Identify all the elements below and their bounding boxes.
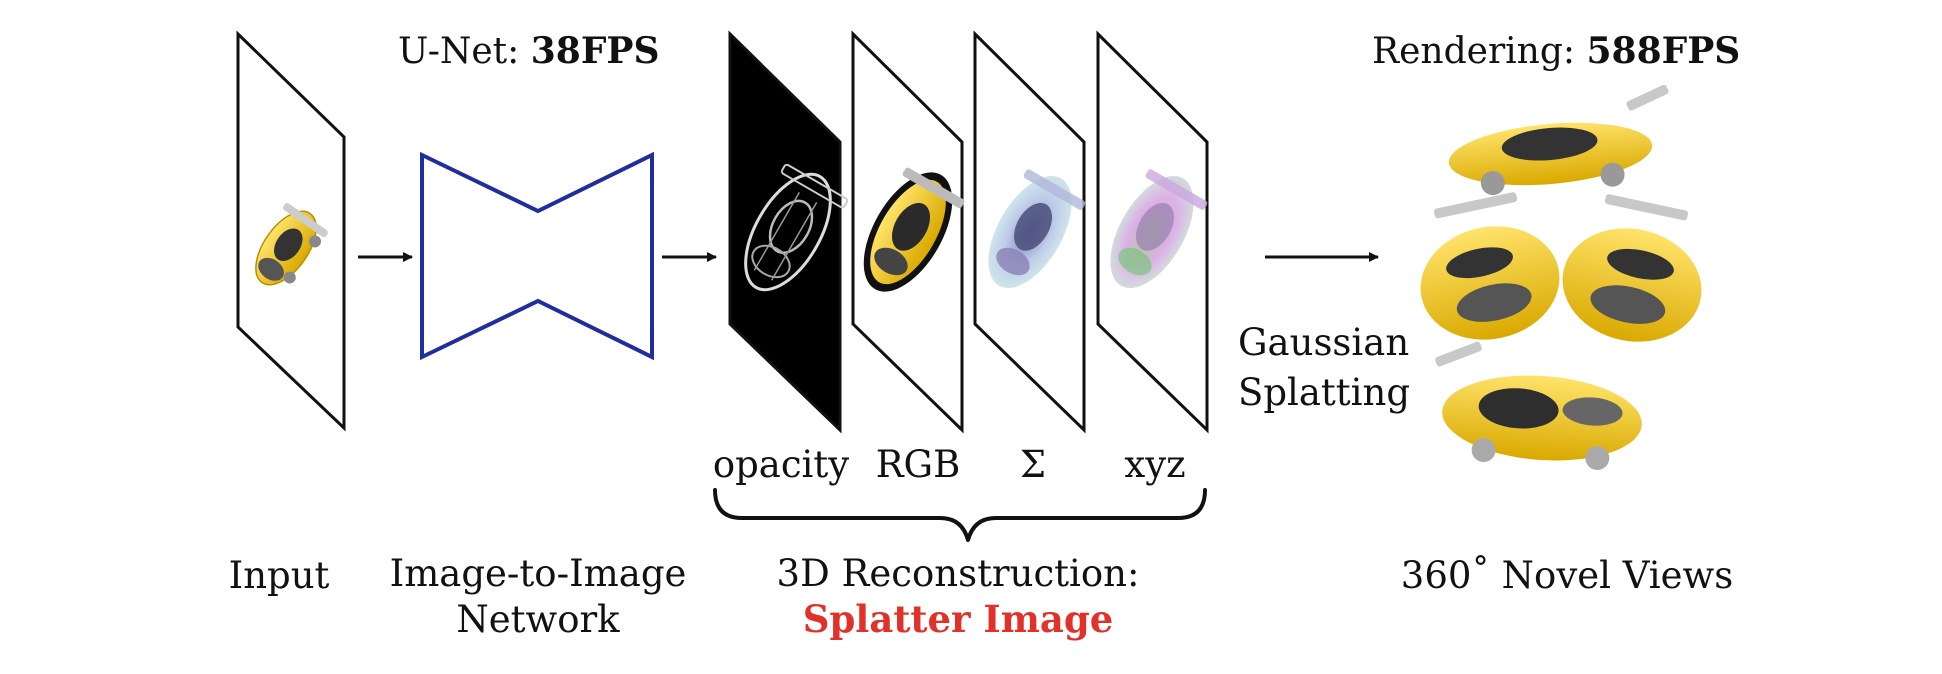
rendering-speed-label: Rendering: 588FPS (1372, 30, 1740, 72)
xyz-label: xyz (1124, 443, 1185, 486)
splatting-label: Splatting (1238, 371, 1410, 414)
input-car-thumbnail (255, 203, 328, 286)
unet-speed-label: U-Net: 38FPS (398, 30, 659, 72)
gaussian-label: Gaussian (1238, 321, 1409, 364)
rgb-car-image (863, 167, 965, 292)
xyz-channel-panel (1096, 30, 1209, 434)
opacity-car-silhouette (744, 163, 849, 292)
caption-novel-views: 360˚ Novel Views (1401, 554, 1733, 597)
unet-network-shape (420, 151, 654, 361)
splatter-brace (713, 488, 1207, 542)
rgb-label: RGB (876, 443, 961, 486)
novel-view-left (1420, 192, 1560, 340)
unet-prefix: U-Net: (398, 31, 531, 72)
novel-view-top (1448, 84, 1669, 196)
rgb-channel-panel (851, 30, 965, 434)
unet-fps: 38FPS (531, 30, 660, 72)
caption-splatter-image: Splatter Image (803, 597, 1114, 641)
caption-network-line1: Image-to-Image (390, 552, 687, 595)
covariance-car-image (988, 169, 1086, 289)
novel-views-group (1420, 84, 1702, 470)
opacity-label: opacity (713, 443, 849, 486)
xyz-car-image (1110, 169, 1208, 289)
caption-recon-line1: 3D Reconstruction: (777, 552, 1140, 595)
input-image-panel (236, 30, 346, 432)
opacity-channel-panel (728, 30, 849, 434)
sigma-label: Σ (1020, 443, 1046, 486)
novel-view-right (1562, 194, 1702, 342)
caption-input: Input (229, 554, 330, 597)
caption-network-line2: Network (456, 598, 620, 641)
novel-view-bottom (1435, 341, 1642, 470)
covariance-channel-panel (973, 30, 1086, 434)
render-fps: 588FPS (1586, 30, 1740, 72)
render-prefix: Rendering: (1372, 31, 1586, 72)
